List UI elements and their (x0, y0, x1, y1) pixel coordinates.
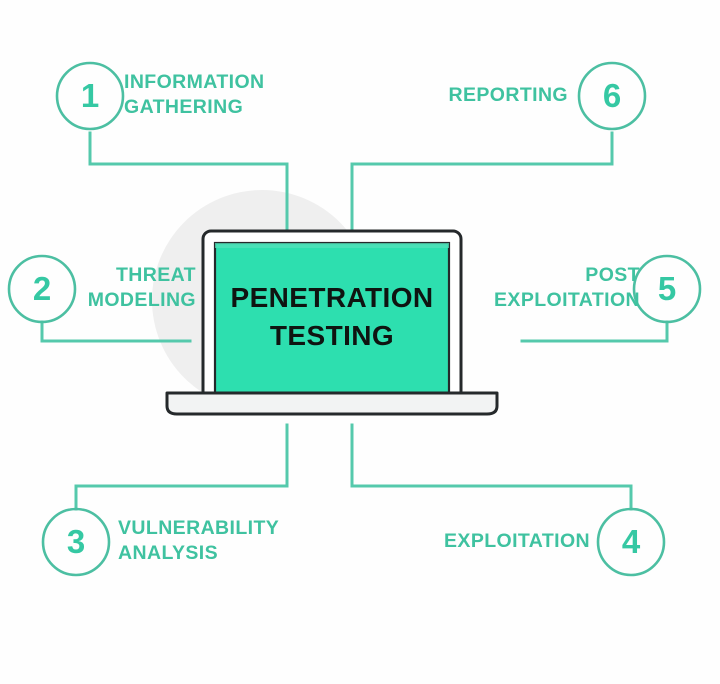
step-label-post-exploitation: POST EXPLOITATION (494, 264, 640, 311)
step-circle-2[interactable] (7, 254, 77, 324)
screen-highlight (215, 243, 449, 248)
step-label-threat-modeling: THREAT MODELING (87, 264, 196, 311)
step-number-1: 1 (80, 77, 100, 114)
step-label-vulnerability-analysis: VULNERABILITY ANALYSIS (118, 517, 280, 564)
laptop-base (165, 391, 499, 416)
laptop-illustration (165, 229, 499, 416)
step-label-reporting: REPORTING (448, 84, 568, 106)
step-circle-5[interactable] (632, 254, 702, 324)
connector-step-1 (88, 131, 289, 233)
step-number-4: 4 (621, 523, 641, 560)
step-number-2: 2 (32, 270, 52, 307)
step-circle-1[interactable] (55, 61, 125, 131)
step-number-5: 5 (657, 270, 677, 307)
center-title: PENETRATION TESTING (230, 282, 434, 351)
step-label-information-gathering: INFORMATION GATHERING (124, 71, 265, 118)
step-number-3: 3 (66, 523, 86, 560)
step-circle-6[interactable] (577, 61, 647, 131)
connector-step-6 (350, 131, 614, 233)
step-label-exploitation: EXPLOITATION (444, 530, 590, 552)
step-circle-4[interactable] (596, 507, 666, 577)
connector-step-5 (520, 320, 669, 343)
step-number-6: 6 (602, 77, 622, 114)
step-circle-3[interactable] (41, 507, 111, 577)
connector-step-2 (40, 320, 192, 343)
connector-step-4 (350, 423, 633, 511)
connector-step-3 (74, 423, 289, 511)
